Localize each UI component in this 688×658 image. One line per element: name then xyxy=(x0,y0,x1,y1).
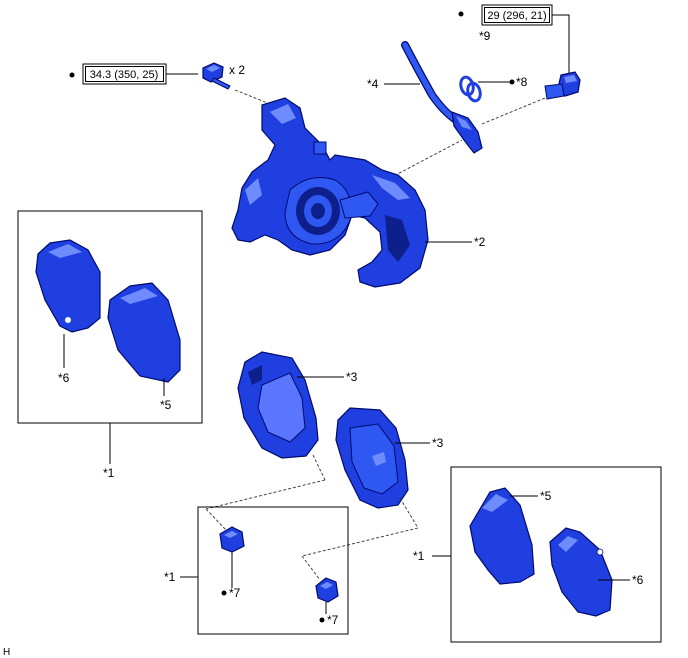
callout-5-left: *5 xyxy=(160,398,172,412)
brake-hose-icon xyxy=(401,41,483,154)
callout-7-lower: *7 xyxy=(327,613,339,627)
gasket-ring-icon xyxy=(459,75,482,103)
brake-caliper-icon xyxy=(231,97,429,288)
callout-3-lower: *3 xyxy=(432,436,444,450)
callout-9: *9 xyxy=(479,29,491,43)
callout-8: *8 xyxy=(516,75,528,89)
anti-squeal-shim-icon xyxy=(107,282,181,383)
callout-1-bottom-middle: *1 xyxy=(164,570,176,584)
callout-5-right: *5 xyxy=(540,489,552,503)
anti-squeal-shim-icon xyxy=(469,487,535,585)
torque-spec-upper-right: 29 (296, 21) xyxy=(458,4,570,75)
torque-spec-upper-left: 34.3 (350, 25) xyxy=(69,63,198,85)
callout-4: *4 xyxy=(367,77,379,91)
anti-squeal-shim-icon xyxy=(549,527,613,617)
pad-support-plate-icon xyxy=(315,577,339,603)
callout-2: *2 xyxy=(474,235,486,249)
anti-squeal-shim-icon xyxy=(35,239,101,333)
callout-7-upper: *7 xyxy=(229,586,241,600)
torque-value-upper-right: 29 (296, 21) xyxy=(487,10,546,22)
pad-support-plate-icon xyxy=(219,526,245,553)
callout-6-right: *6 xyxy=(632,573,644,587)
callout-6-left: *6 xyxy=(58,371,70,385)
union-bolt-icon xyxy=(544,71,581,100)
caliper-bolt-icon xyxy=(202,62,231,90)
callout-1-bottom-right: *1 xyxy=(413,549,425,563)
callout-1-top-left: *1 xyxy=(103,466,115,480)
brake-pad-icon xyxy=(335,407,409,509)
callout-3-upper: *3 xyxy=(346,370,358,384)
brake-pad-icon xyxy=(237,351,319,459)
bolt-quantity-label: x 2 xyxy=(229,63,245,77)
corner-mark: H xyxy=(3,647,10,658)
torque-value-upper-left: 34.3 (350, 25) xyxy=(90,69,159,81)
